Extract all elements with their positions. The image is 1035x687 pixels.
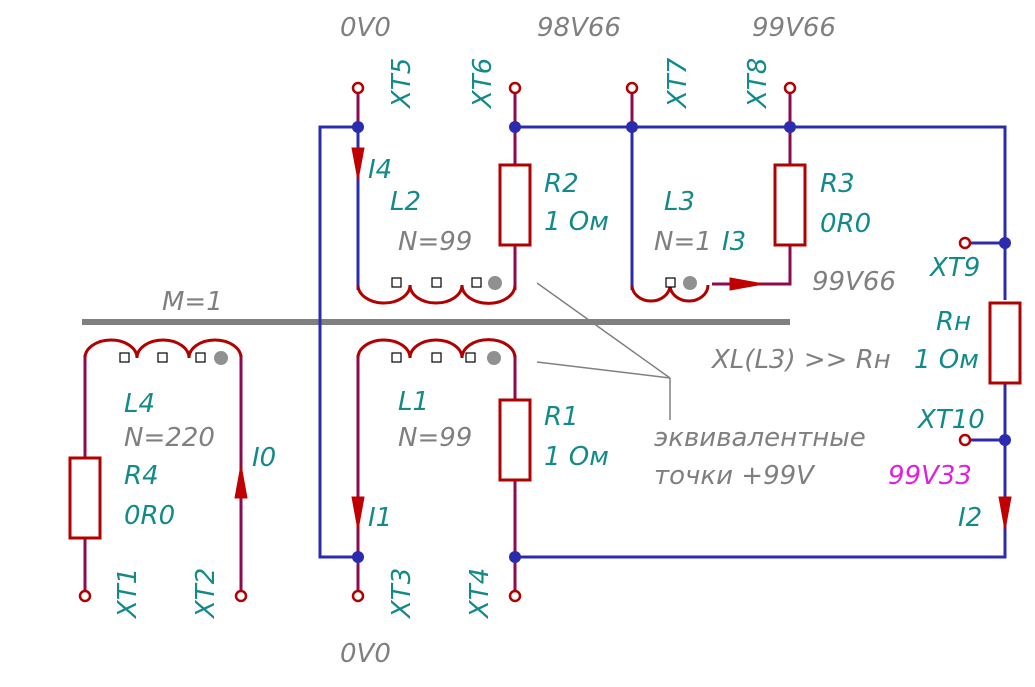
l4-dot-1 (119, 352, 130, 363)
node-xt5 (352, 121, 364, 133)
label-i4: I4 (368, 155, 392, 185)
label-xt4: XT4 (465, 568, 495, 620)
pointer-l2 (536, 282, 671, 379)
node-xt6 (509, 121, 521, 133)
voltage-xt6: 98V66 (537, 13, 621, 43)
current-arrow-i2 (998, 496, 1012, 531)
l4-dot-2 (157, 352, 168, 363)
node-xt4 (509, 551, 521, 563)
node-xt8 (784, 121, 796, 133)
label-xt2: XT2 (191, 568, 221, 620)
l1-dot-3 (465, 352, 476, 363)
terminal-xt3[interactable] (351, 589, 365, 603)
l2-dot-2 (431, 277, 442, 288)
label-xt7: XT7 (663, 57, 693, 110)
l3-phase-dot (683, 276, 697, 290)
terminal-xt4[interactable] (508, 589, 522, 603)
leads (83, 88, 792, 596)
l1-dot-1 (391, 352, 402, 363)
wire-xt5-xt3-loop (318, 125, 358, 559)
voltage-xt5: 0V0 (340, 13, 391, 43)
label-note-line2: точки +99V (654, 461, 816, 491)
label-xt10: XT10 (916, 405, 985, 435)
current-arrow-i0 (234, 464, 248, 499)
l2-dot-3 (471, 277, 482, 288)
label-xt6: XT6 (468, 58, 498, 110)
terminal-xt5[interactable] (351, 81, 365, 95)
label-xt8: XT8 (743, 58, 773, 110)
terminal-xt7[interactable] (625, 81, 639, 95)
node-xt3 (352, 551, 364, 563)
label-i1: I1 (368, 503, 392, 533)
l1-dot-2 (431, 352, 442, 363)
resistor-r2 (498, 163, 532, 247)
label-condition: XL(L3) >> Rн (710, 345, 891, 375)
label-l3-turns: N=1 (654, 227, 712, 257)
label-r1-value: 1 Ом (544, 442, 609, 472)
terminal-xt8[interactable] (783, 81, 797, 95)
label-r4-value: 0R0 (124, 501, 175, 531)
label-r2-value: 1 Ом (544, 207, 609, 237)
label-l1-name: L1 (398, 387, 429, 417)
current-arrow-i3 (729, 277, 765, 291)
terminal-xt10[interactable] (958, 433, 972, 447)
wires (318, 125, 1007, 559)
label-l1-turns: N=99 (398, 423, 472, 453)
terminal-xt1[interactable] (78, 589, 92, 603)
l2-dot-1 (391, 277, 402, 288)
label-r1-name: R1 (544, 402, 579, 432)
l2-phase-dot (488, 276, 502, 290)
resistor-r1 (498, 398, 532, 482)
node-xt9 (999, 237, 1011, 249)
label-core: M=1 (162, 287, 223, 317)
voltage-xt3: 0V0 (340, 639, 391, 669)
current-arrow-i1 (351, 496, 365, 531)
inductor-l1 (356, 338, 517, 359)
voltage-xt10: 99V33 (888, 461, 972, 491)
label-l3-name: L3 (664, 187, 695, 217)
label-rn-value: 1 Ом (914, 345, 979, 375)
l4-phase-dot (214, 351, 228, 365)
label-i3: I3 (722, 227, 746, 257)
label-xt5: XT5 (387, 58, 417, 110)
inductor-l2 (356, 284, 517, 305)
terminal-xt9[interactable] (958, 236, 972, 250)
l4-dot-3 (195, 352, 206, 363)
label-xt1: XT1 (113, 568, 143, 620)
label-r4-name: R4 (124, 461, 159, 491)
inductor-l4 (83, 338, 243, 359)
label-l4-turns: N=220 (124, 423, 215, 453)
label-xt3: XT3 (387, 568, 417, 620)
label-xt9: XT9 (928, 253, 980, 283)
resistor-r4 (68, 456, 102, 540)
l3-dot-1 (665, 277, 676, 288)
current-arrow-i4 (351, 147, 365, 181)
terminal-xt2[interactable] (234, 589, 248, 603)
label-l2-turns: N=99 (398, 227, 472, 257)
label-i2: I2 (958, 503, 982, 533)
resistor-r3 (773, 163, 807, 247)
label-l4-name: L4 (124, 389, 155, 419)
label-r2-name: R2 (544, 169, 579, 199)
terminal-xt6[interactable] (508, 81, 522, 95)
resistor-rn (988, 301, 1022, 385)
pointer-l1 (536, 361, 671, 379)
voltage-xt8: 99V66 (752, 13, 836, 43)
node-xt7 (626, 121, 638, 133)
node-xt10 (999, 434, 1011, 446)
l1-phase-dot (487, 351, 501, 365)
label-r3-name: R3 (820, 169, 855, 199)
voltage-l3: 99V66 (812, 267, 896, 297)
wire-xt10-xt4 (515, 440, 1007, 559)
label-l2-name: L2 (390, 187, 421, 217)
wire-xt8-xt9 (790, 125, 1007, 243)
label-rn-name: Rн (936, 307, 971, 337)
label-r3-value: 0R0 (820, 209, 871, 239)
label-note-line1: эквивалентные (654, 423, 866, 453)
label-i0: I0 (252, 443, 276, 473)
